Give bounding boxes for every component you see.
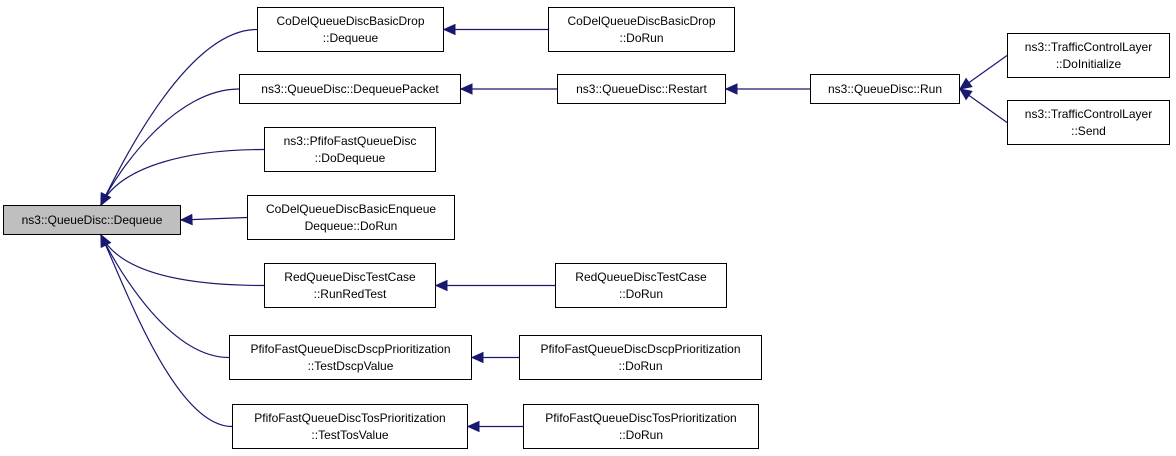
node-tos-testtosvalue[interactable]: PfifoFastQueueDiscTosPrioritization::Tes…: [232, 404, 468, 449]
node-label-line: ::DoRun: [619, 30, 664, 45]
node-label-line: ns3::PfifoFastQueueDisc: [283, 133, 417, 148]
node-label-line: ::Send: [1071, 123, 1106, 138]
edge-arrowhead: [959, 88, 973, 101]
node-label-line: ::DoRun: [618, 358, 663, 373]
node-label-line: CoDelQueueDiscBasicDrop: [567, 13, 716, 28]
node-label-line: ::TestTosValue: [311, 427, 389, 442]
node-queuedisc-run[interactable]: ns3::QueueDisc::Run: [810, 74, 960, 104]
node-queuedisc-dequeue: ns3::QueueDisc::Dequeue: [3, 205, 181, 235]
edge-arrowhead: [434, 279, 448, 292]
node-queuedisc-dequeuepacket[interactable]: ns3::QueueDisc::DequeuePacket: [239, 74, 461, 104]
edge-basicdrop_deq-to-dequeue: [100, 28, 258, 206]
edge-arrowhead: [442, 23, 456, 36]
edge-arrowhead: [470, 351, 484, 364]
node-codel-basicdrop-dorun[interactable]: CoDelQueueDiscBasicDrop::DoRun: [548, 7, 735, 52]
node-label-line: ns3::TrafficControlLayer: [1024, 39, 1153, 54]
node-label-line: Dequeue::DoRun: [304, 218, 398, 233]
node-label-line: PfifoFastQueueDiscDscpPrioritization: [540, 341, 741, 356]
node-label-line: ::DoRun: [618, 286, 664, 301]
node-label-line: ns3::TrafficControlLayer: [1024, 106, 1153, 121]
node-red-runredtest[interactable]: RedQueueDiscTestCase::RunRedTest: [264, 263, 436, 308]
edge-arrowhead: [459, 83, 473, 95]
node-label-line: ::DoDequeue: [314, 150, 386, 165]
node-red-dorun[interactable]: RedQueueDiscTestCase::DoRun: [555, 263, 727, 308]
edge-arrowhead: [100, 192, 112, 207]
node-label-line: ns3::QueueDisc::Restart: [576, 81, 707, 96]
node-dscp-testdscpvalue[interactable]: PfifoFastQueueDiscDscpPrioritization::Te…: [229, 335, 472, 380]
node-label-line: RedQueueDiscTestCase: [575, 269, 707, 284]
edge-arrowhead: [466, 420, 480, 433]
node-label-line: CoDelQueueDiscBasicEnqueue: [265, 201, 437, 216]
edge-dscp_test-to-dequeue: [100, 234, 230, 359]
node-label-line: ::RunRedTest: [313, 286, 387, 301]
node-pfifofast-dodequeue[interactable]: ns3::PfifoFastQueueDisc::DoDequeue: [264, 127, 436, 172]
node-dscp-dorun[interactable]: PfifoFastQueueDiscDscpPrioritization::Do…: [519, 335, 762, 380]
node-label-line: ::TestDscpValue: [307, 358, 394, 373]
node-label-line: CoDelQueueDiscBasicDrop: [276, 13, 425, 28]
edge-dequeuepacket-to-dequeue: [100, 88, 240, 206]
node-label-line: PfifoFastQueueDiscTosPrioritization: [254, 410, 446, 425]
node-trafficcontrol-send[interactable]: ns3::TrafficControlLayer::Send: [1007, 100, 1170, 145]
node-label-line: ns3::QueueDisc::Run: [827, 81, 943, 96]
edge-pfifo_deq-to-dequeue: [100, 148, 265, 206]
edge-tos_test-to-dequeue: [100, 234, 233, 428]
node-queuedisc-restart[interactable]: ns3::QueueDisc::Restart: [557, 74, 726, 104]
node-label-line: ::DoRun: [618, 427, 664, 442]
node-label-line: ::DoInitialize: [1055, 56, 1122, 71]
node-label-line: PfifoFastQueueDiscTosPrioritization: [545, 410, 737, 425]
edge-red_runred-to-dequeue: [100, 234, 265, 287]
node-label-line: PfifoFastQueueDiscDscpPrioritization: [250, 341, 451, 356]
node-trafficcontrol-doinitialize[interactable]: ns3::TrafficControlLayer::DoInitialize: [1007, 33, 1170, 78]
node-tos-dorun[interactable]: PfifoFastQueueDiscTosPrioritization::DoR…: [523, 404, 759, 449]
node-label-line: ns3::QueueDisc::Dequeue: [21, 212, 163, 227]
node-label-line: ::Dequeue: [322, 30, 379, 45]
node-label-line: RedQueueDiscTestCase: [284, 269, 416, 284]
node-label-line: ns3::QueueDisc::DequeuePacket: [261, 81, 439, 96]
edge-arrowhead: [100, 233, 112, 248]
edge-arrowhead: [959, 77, 973, 90]
node-codel-basicdrop-dequeue[interactable]: CoDelQueueDiscBasicDrop::Dequeue: [257, 7, 444, 52]
edge-arrowhead: [179, 213, 193, 226]
edge-arrowhead: [724, 83, 738, 95]
